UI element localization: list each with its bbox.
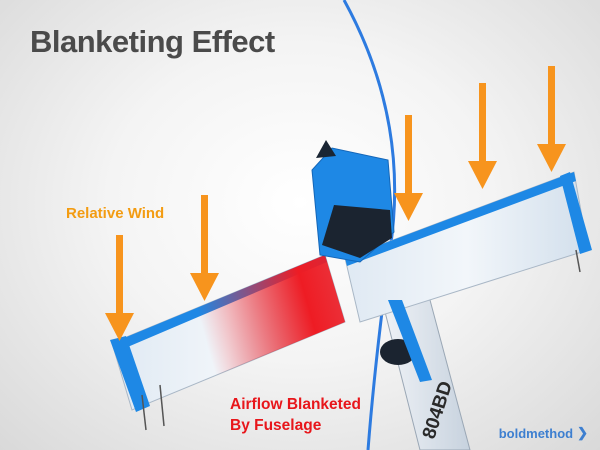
brand-name: boldmethod	[498, 425, 574, 441]
right-wing-leading-edge	[345, 172, 576, 266]
page-title: Blanketing Effect	[30, 24, 275, 59]
wind-arrow	[537, 66, 566, 172]
airflow-blanketed-line1: Airflow Blanketed	[230, 396, 361, 413]
airflow-blanketed-label: Airflow Blanketed By Fuselage	[230, 394, 430, 436]
wind-arrow	[105, 235, 134, 341]
airflow-blanketed-line2: By Fuselage	[230, 417, 322, 434]
wind-arrow	[190, 195, 219, 301]
windscreen	[322, 205, 392, 258]
chevron-right-icon: ❯	[577, 425, 588, 440]
relative-wind-label: Relative Wind	[66, 205, 165, 222]
brand-logo[interactable]: boldmethod ❯	[499, 425, 588, 441]
blanketed-airflow-zone	[112, 255, 345, 410]
fuselage-blue-stripe	[388, 300, 432, 382]
wind-arrow	[468, 83, 497, 189]
spinner	[316, 140, 336, 158]
right-wing-tip	[560, 172, 592, 254]
wind-arrow	[394, 115, 423, 221]
